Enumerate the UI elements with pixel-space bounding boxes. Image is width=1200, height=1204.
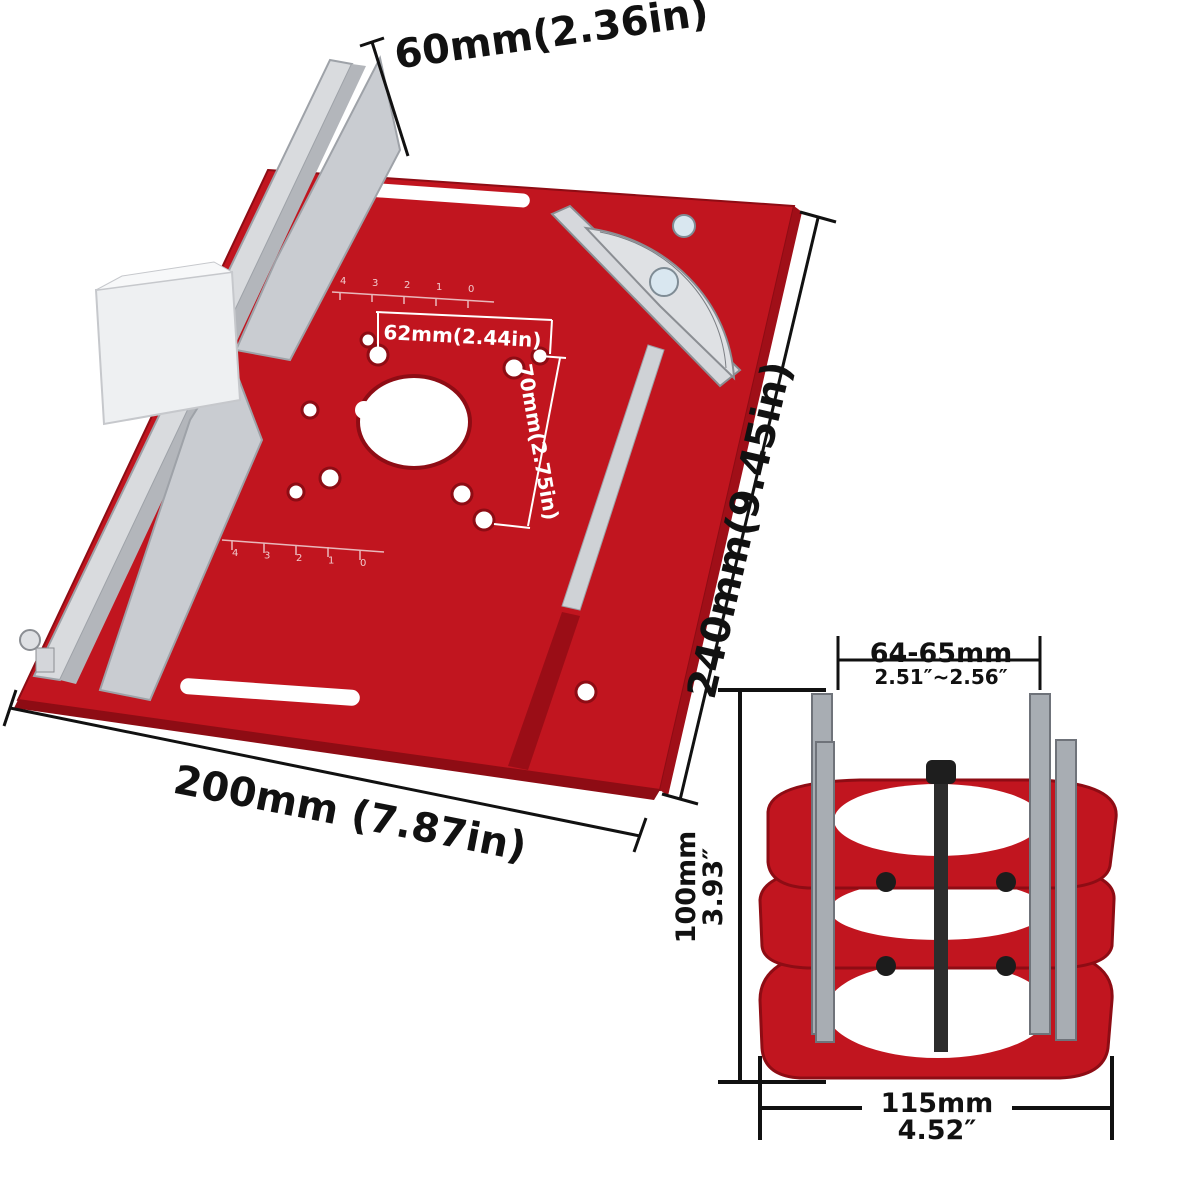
lift-width-in: 4.52″: [897, 1115, 977, 1146]
mounting-hole: [300, 400, 320, 420]
screw-cap: [926, 760, 956, 784]
plate-length-line: [678, 217, 820, 801]
miter-protractor: [550, 204, 742, 388]
guide-post: [1055, 739, 1077, 1041]
cap-screw: [996, 872, 1016, 892]
scale-tick-label: 1: [436, 282, 442, 293]
hole-spacing-h-line: [375, 311, 553, 321]
mounting-hole: [318, 466, 342, 490]
mounting-hole: [574, 680, 598, 704]
cap-screws: [876, 872, 1016, 976]
scale-tick-label: 3: [372, 278, 378, 289]
lift-opening-in: 2.51″~2.56″: [874, 665, 1008, 689]
scale-tick-label: 0: [360, 558, 366, 569]
fence-face-lower: [98, 353, 264, 702]
guard-block-top: [95, 261, 234, 291]
lift-width-label: 115mm 4.52″: [862, 1090, 1012, 1144]
hole-spacing-v-line: [527, 357, 561, 527]
fence-face-upper: [234, 55, 402, 362]
miter-track: [561, 344, 665, 611]
mounting-hole: [472, 508, 496, 532]
scale-tick-label: 2: [296, 553, 302, 564]
plate-edge-right: [660, 206, 802, 796]
guard-block: [94, 270, 242, 426]
cap-screw: [996, 956, 1016, 976]
cap-screw: [876, 872, 896, 892]
clamp-base: [35, 647, 55, 673]
center-hole: [356, 374, 472, 470]
protractor-dial: [583, 226, 736, 381]
lift-height-mm: 100mm: [671, 830, 702, 944]
lift-width-mm: 115mm: [880, 1088, 994, 1119]
lift-opening-label: 64-65mm 2.51″~2.56″: [856, 640, 1026, 687]
dimension-lines: [2, 36, 1114, 1140]
miter-bar: [550, 204, 742, 388]
miter-groove: [508, 612, 580, 770]
clamp-knob: [19, 629, 41, 651]
bottom-slot: [180, 678, 360, 706]
mounting-hole: [502, 356, 526, 380]
lift-opening-mm: 64-65mm: [869, 638, 1013, 669]
mounting-hole: [359, 331, 377, 349]
protractor-knob: [649, 267, 679, 297]
cap-screw: [876, 956, 896, 976]
plate-edge: [14, 700, 660, 800]
protractor-knob: [672, 214, 696, 238]
scale-tick-label: 3: [264, 551, 270, 562]
lead-screw: [934, 776, 948, 1052]
mounting-holes: [286, 331, 598, 704]
lift-height-label: 100mm 3.93″: [671, 807, 729, 967]
fence-height-line: [370, 41, 410, 157]
guide-post: [815, 741, 835, 1043]
keyhole-notch: [355, 401, 373, 419]
scale-tick-label: 0: [468, 284, 474, 295]
plate-width-line: [9, 706, 641, 838]
lift-height-in: 3.93″: [698, 847, 729, 927]
top-slot: [360, 182, 530, 208]
bottom-scale: [221, 539, 385, 560]
router-lift: [758, 693, 1118, 1080]
mounting-hole: [450, 482, 474, 506]
protractor-arc-ring: [599, 231, 727, 369]
top-scale: [331, 291, 495, 308]
scale-tick-label: 2: [404, 280, 410, 291]
scale-tick-label: 4: [340, 276, 346, 287]
mounting-hole: [286, 482, 306, 502]
guide-posts: [811, 693, 1077, 1043]
aluminum-fence: [19, 55, 402, 702]
scale-tick-label: 1: [328, 556, 334, 567]
guide-post: [1029, 693, 1051, 1035]
scale-tick-label: 4: [232, 548, 238, 559]
